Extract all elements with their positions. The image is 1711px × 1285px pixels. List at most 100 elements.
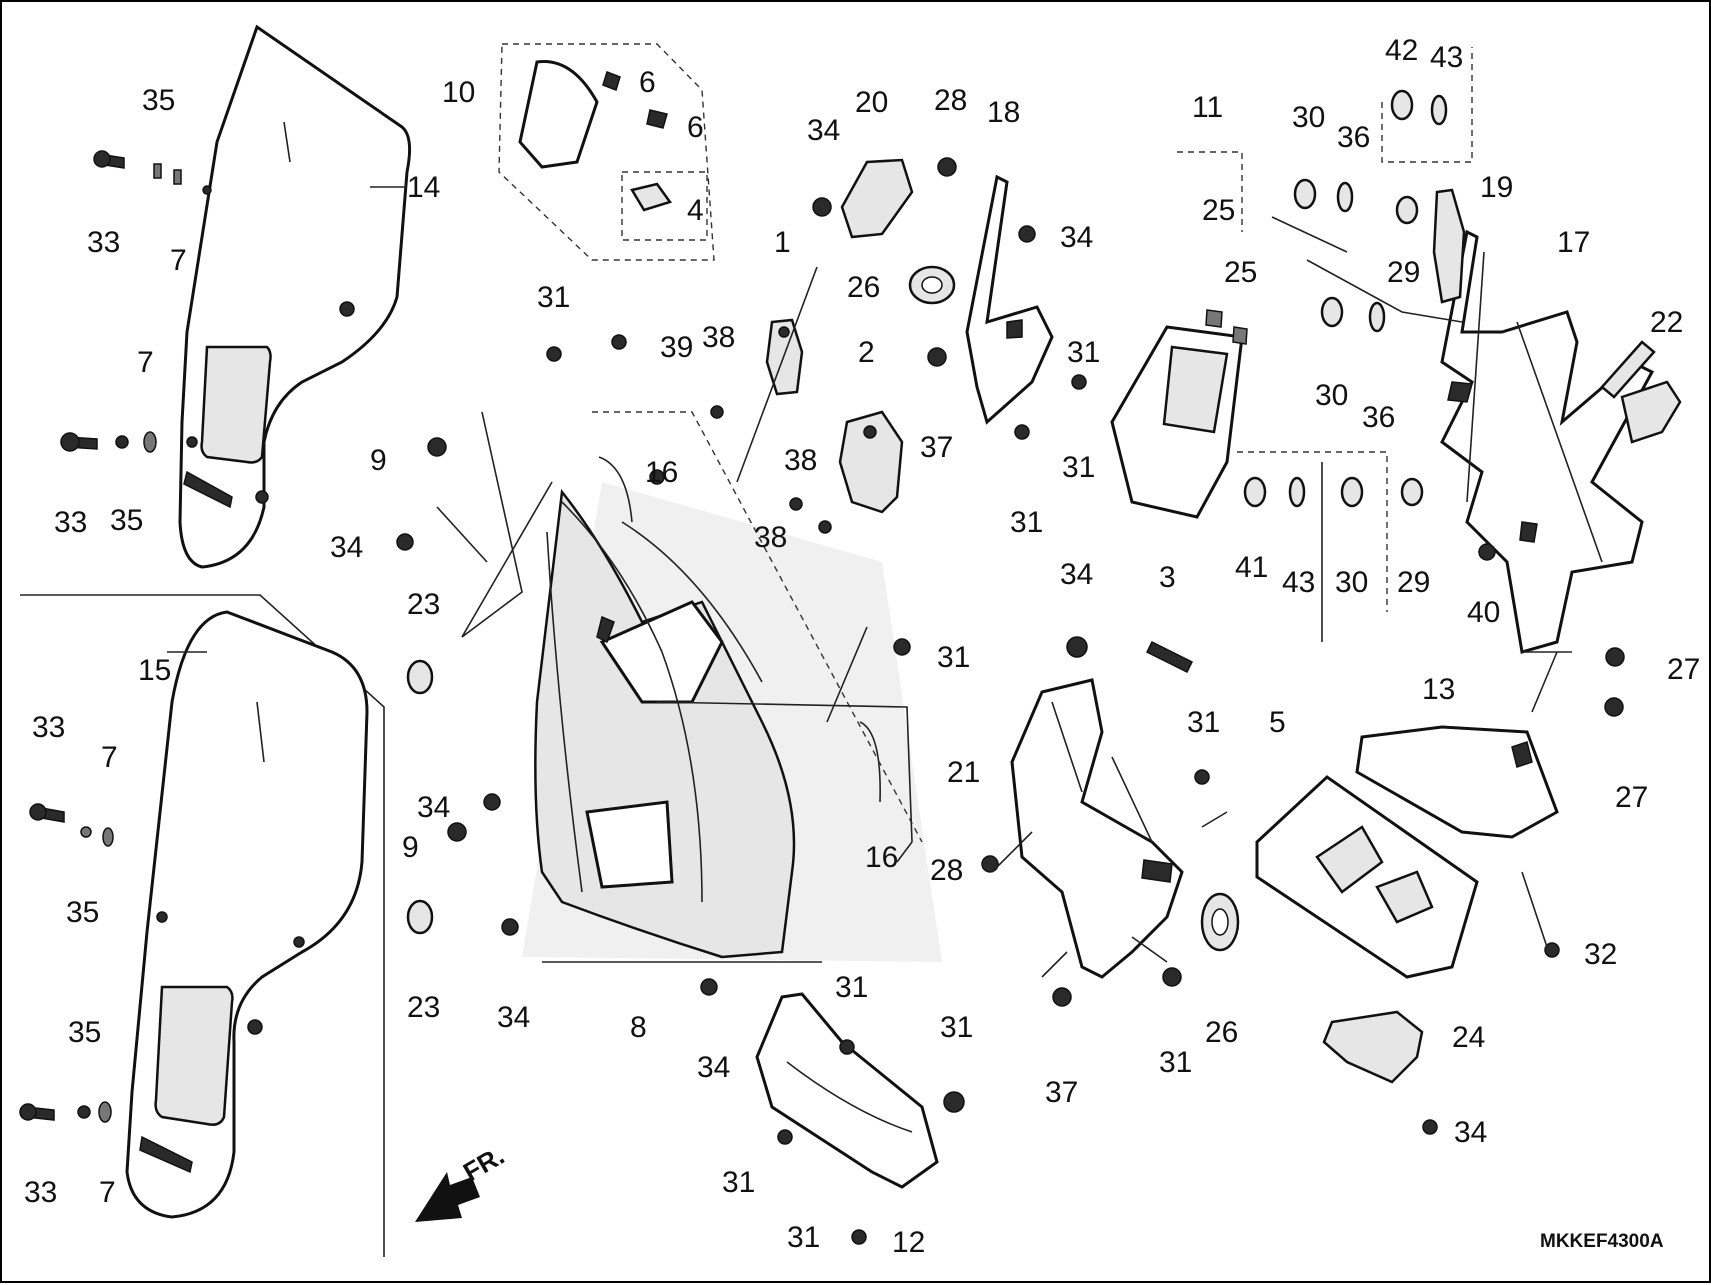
bracket-18[interactable] [965, 174, 1054, 425]
bracket-24[interactable] [1322, 1010, 1424, 1084]
callout-10[interactable]: 10 [442, 76, 475, 109]
callout-31[interactable]: 31 [835, 971, 868, 1004]
callout-3[interactable]: 3 [1159, 561, 1176, 594]
bracket-1[interactable] [765, 318, 804, 396]
callout-16[interactable]: 16 [645, 456, 678, 489]
callout-37[interactable]: 37 [1045, 1076, 1078, 1109]
callout-32[interactable]: 32 [1584, 938, 1617, 971]
callout-34[interactable]: 34 [1060, 221, 1093, 254]
callout-31[interactable]: 31 [1187, 706, 1220, 739]
grommet-26-lower[interactable] [1200, 892, 1240, 952]
callout-30[interactable]: 30 [1315, 379, 1348, 412]
callout-7[interactable]: 7 [99, 1176, 116, 1209]
callout-35[interactable]: 35 [110, 504, 143, 537]
callout-5[interactable]: 5 [1269, 706, 1286, 739]
meter-housing-11[interactable] [1110, 151, 1248, 519]
callout-11[interactable]: 11 [1192, 91, 1223, 124]
callout-33[interactable]: 33 [32, 711, 65, 744]
callout-31[interactable]: 31 [940, 1011, 973, 1044]
callout-27[interactable]: 27 [1667, 653, 1700, 686]
callout-35[interactable]: 35 [142, 84, 175, 117]
callout-7[interactable]: 7 [137, 346, 154, 379]
callout-34[interactable]: 34 [497, 1001, 530, 1034]
clip-3[interactable] [1145, 640, 1194, 674]
callout-13[interactable]: 13 [1422, 673, 1455, 706]
callout-23[interactable]: 23 [407, 588, 440, 621]
callout-6[interactable]: 6 [639, 66, 656, 99]
callout-33[interactable]: 33 [54, 506, 87, 539]
tube-16-lower[interactable] [859, 721, 881, 803]
callout-2[interactable]: 2 [858, 336, 875, 369]
stay-frame-17[interactable] [1440, 229, 1656, 654]
callout-20[interactable]: 20 [855, 86, 888, 119]
callout-43[interactable]: 43 [1430, 41, 1463, 74]
callout-43[interactable]: 43 [1282, 566, 1315, 599]
callout-22[interactable]: 22 [1650, 306, 1683, 339]
callout-39[interactable]: 39 [660, 331, 693, 364]
holder-22[interactable] [1620, 380, 1682, 444]
callout-28[interactable]: 28 [934, 84, 967, 117]
callout-34[interactable]: 34 [697, 1051, 730, 1084]
bracket-2[interactable] [838, 410, 904, 514]
tube-16-upper[interactable] [598, 456, 633, 523]
callout-34[interactable]: 34 [807, 114, 840, 147]
callout-14[interactable]: 14 [407, 171, 440, 204]
callout-18[interactable]: 18 [987, 96, 1020, 129]
bracket-13[interactable] [1355, 725, 1559, 839]
callout-1[interactable]: 1 [774, 226, 791, 259]
windscreen-15[interactable] [125, 610, 369, 1219]
callout-31[interactable]: 31 [1062, 451, 1095, 484]
callout-28[interactable]: 28 [930, 854, 963, 887]
callout-33[interactable]: 33 [24, 1176, 57, 1209]
callout-25[interactable]: 25 [1224, 256, 1257, 289]
callout-31[interactable]: 31 [1010, 506, 1043, 539]
callout-42[interactable]: 42 [1385, 34, 1418, 67]
callout-26[interactable]: 26 [1205, 1016, 1238, 1049]
callout-34[interactable]: 34 [1454, 1116, 1487, 1149]
callout-33[interactable]: 33 [87, 226, 120, 259]
front-cowl-8[interactable] [522, 482, 942, 962]
callout-27[interactable]: 27 [1615, 781, 1648, 814]
panel-5[interactable] [1255, 775, 1479, 979]
callout-26[interactable]: 26 [847, 271, 880, 304]
callout-24[interactable]: 24 [1452, 1021, 1485, 1054]
callout-29[interactable]: 29 [1387, 256, 1420, 289]
callout-15[interactable]: 15 [138, 654, 171, 687]
callout-34[interactable]: 34 [330, 531, 363, 564]
callout-9[interactable]: 9 [402, 831, 419, 864]
cap-20[interactable] [840, 158, 914, 239]
callout-31[interactable]: 31 [787, 1221, 820, 1254]
callout-31[interactable]: 31 [937, 641, 970, 674]
callout-29[interactable]: 29 [1397, 566, 1430, 599]
callout-17[interactable]: 17 [1557, 226, 1590, 259]
callout-25[interactable]: 25 [1202, 194, 1235, 227]
callout-21[interactable]: 21 [947, 756, 980, 789]
callout-7[interactable]: 7 [101, 741, 118, 774]
callout-8[interactable]: 8 [630, 1011, 647, 1044]
callout-38[interactable]: 38 [754, 521, 787, 554]
callout-6[interactable]: 6 [687, 111, 704, 144]
callout-7[interactable]: 7 [170, 244, 187, 277]
callout-30[interactable]: 30 [1292, 101, 1325, 134]
callout-31[interactable]: 31 [537, 281, 570, 314]
callout-34[interactable]: 34 [417, 791, 450, 824]
callout-35[interactable]: 35 [68, 1016, 101, 1049]
callout-31[interactable]: 31 [1067, 336, 1100, 369]
callout-16[interactable]: 16 [865, 841, 898, 874]
stay-19[interactable] [1432, 188, 1466, 304]
callout-4[interactable]: 4 [687, 194, 704, 227]
callout-30[interactable]: 30 [1335, 566, 1368, 599]
callout-31[interactable]: 31 [722, 1166, 755, 1199]
callout-23[interactable]: 23 [407, 991, 440, 1024]
callout-31[interactable]: 31 [1159, 1046, 1192, 1079]
callout-12[interactable]: 12 [892, 1226, 925, 1259]
callout-37[interactable]: 37 [920, 431, 953, 464]
callout-36[interactable]: 36 [1362, 401, 1395, 434]
lower-cover-12[interactable] [755, 992, 939, 1189]
windscreen-14[interactable] [178, 24, 412, 569]
callout-41[interactable]: 41 [1235, 551, 1268, 584]
callout-34[interactable]: 34 [1060, 558, 1093, 591]
callout-38[interactable]: 38 [702, 321, 735, 354]
meter-visor-10[interactable] [498, 43, 715, 261]
callout-38[interactable]: 38 [784, 444, 817, 477]
